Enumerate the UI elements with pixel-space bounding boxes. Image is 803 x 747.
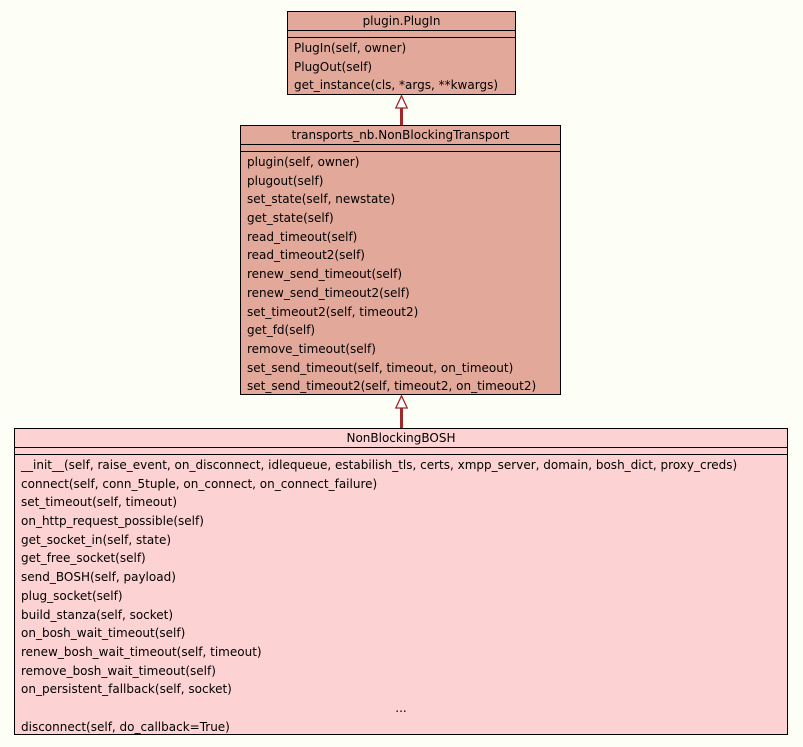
- method-label: plugout(self): [247, 173, 324, 188]
- inheritance-arrow: [394, 95, 409, 125]
- class-title: transports_nb.NonBlockingTransport: [241, 126, 560, 145]
- method-label: get_instance(cls, *args, **kwargs): [294, 78, 498, 93]
- methods-ellipsis: ...: [395, 700, 407, 715]
- method-label: remove_bosh_wait_timeout(self): [21, 663, 216, 678]
- method-label: disconnect(self, do_callback=True): [21, 719, 230, 734]
- method-label: on_bosh_wait_timeout(self): [21, 626, 186, 641]
- method-label: PlugOut(self): [294, 59, 373, 74]
- methods-list: __init__(self, raise_event, on_disconnec…: [15, 455, 787, 736]
- class-title: NonBlockingBOSH: [15, 429, 787, 448]
- hollow-triangle-arrowhead: [394, 395, 409, 409]
- method-label: renew_send_timeout(self): [247, 267, 403, 282]
- method-label: get_socket_in(self, state): [21, 532, 172, 547]
- method-label: set_timeout(self, timeout): [21, 495, 178, 510]
- class-box-transports-nb-nonblockingtransport: transports_nb.NonBlockingTransport plugi…: [240, 125, 561, 395]
- method-label: PlugIn(self, owner): [294, 41, 407, 55]
- method-label: set_send_timeout2(self, timeout2, on_tim…: [247, 379, 537, 394]
- attributes-compartment: [15, 448, 787, 455]
- method-label: build_stanza(self, socket): [21, 607, 174, 622]
- method-label: connect(self, conn_5tuple, on_connect, o…: [21, 476, 378, 491]
- methods-list: PlugIn(self, owner) PlugOut(self) get_inst…: [288, 38, 515, 95]
- method-label: set_send_timeout(self, timeout, on_timeo…: [247, 360, 514, 375]
- attributes-compartment: [241, 145, 560, 152]
- method-label: renew_bosh_wait_timeout(self, timeout): [21, 644, 262, 659]
- hollow-triangle-arrowhead: [394, 95, 409, 109]
- method-label: on_persistent_fallback(self, socket): [21, 682, 232, 697]
- method-label: plugin(self, owner): [247, 155, 360, 169]
- class-title: plugin.PlugIn: [288, 12, 515, 31]
- method-label: plug_socket(self): [21, 588, 123, 603]
- method-label: send_BOSH(self, payload): [21, 570, 176, 585]
- method-label: get_state(self): [247, 211, 334, 226]
- arrow-stem: [400, 108, 403, 125]
- method-label: set_state(self, newstate): [247, 192, 396, 207]
- arrow-stem: [400, 408, 403, 428]
- method-label: __init__(self, raise_event, on_disconnec…: [21, 458, 738, 472]
- method-label: set_timeout2(self, timeout2): [247, 304, 419, 319]
- inheritance-arrow: [394, 395, 409, 428]
- method-label: remove_timeout(self): [247, 341, 376, 356]
- class-box-nonblockingbosh: NonBlockingBOSH __init__(self, raise_eve…: [14, 428, 788, 735]
- attributes-compartment: [288, 31, 515, 38]
- method-label: read_timeout2(self): [247, 248, 365, 263]
- class-box-plugin-plugin: plugin.PlugIn PlugIn(self, owner) PlugOut…: [287, 11, 516, 95]
- method-label: on_http_request_possible(self): [21, 514, 204, 529]
- method-label: get_free_socket(self): [21, 551, 146, 566]
- method-label: renew_send_timeout2(self): [247, 285, 410, 300]
- methods-list: plugin(self, owner) plugout(self) set_stat…: [241, 152, 560, 396]
- method-label: get_fd(self): [247, 323, 316, 338]
- method-label: read_timeout(self): [247, 229, 358, 244]
